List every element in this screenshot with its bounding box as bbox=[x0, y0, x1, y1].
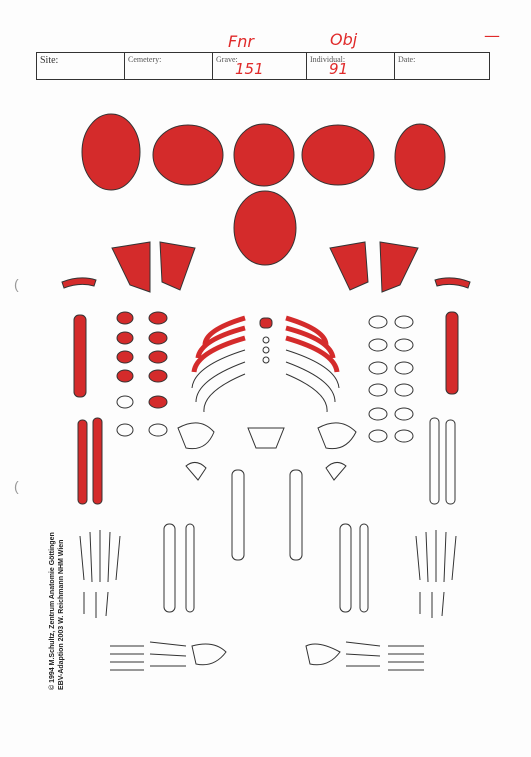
ilium-right bbox=[318, 423, 356, 449]
skull-anterior-view bbox=[234, 191, 296, 265]
vertebra-r-8 bbox=[395, 384, 413, 396]
fibula-right bbox=[360, 524, 368, 612]
hand-right bbox=[416, 530, 456, 618]
vertebra-r-3 bbox=[369, 339, 387, 351]
scapula-left-2 bbox=[160, 242, 195, 290]
sternum-seg-3 bbox=[263, 357, 269, 363]
sternum-seg-1 bbox=[263, 337, 269, 343]
binder-hole-1: ( bbox=[14, 276, 19, 292]
skull-right-lateral bbox=[302, 125, 374, 185]
vertebra-r-12 bbox=[395, 430, 413, 442]
ribs-left-marked bbox=[194, 318, 245, 372]
foot-left bbox=[110, 642, 226, 670]
vertebra-r-7 bbox=[369, 384, 387, 396]
vertebra-r-1 bbox=[369, 316, 387, 328]
vertebra-l7 bbox=[149, 351, 167, 363]
hand-left bbox=[80, 530, 120, 618]
radius-right bbox=[430, 418, 439, 504]
skull-basal-view bbox=[82, 114, 140, 190]
scapula-left-1 bbox=[112, 242, 150, 292]
clavicle-right bbox=[435, 278, 470, 288]
foot-right bbox=[306, 642, 424, 670]
radius-left bbox=[78, 420, 87, 504]
femur-right bbox=[290, 470, 302, 560]
humerus-right bbox=[446, 312, 458, 394]
vertebra-r-2 bbox=[395, 316, 413, 328]
credit-line-1: © 1994 M.Schultz, Zentrum Anatomie Götti… bbox=[48, 532, 57, 690]
skull-left-lateral bbox=[153, 125, 223, 185]
vertebra-l4 bbox=[117, 370, 133, 382]
vertebra-l1 bbox=[117, 312, 133, 324]
vertebra-r-9 bbox=[369, 408, 387, 420]
fibula-left bbox=[186, 524, 194, 612]
vertebra-r-11 bbox=[369, 430, 387, 442]
femur-left bbox=[232, 470, 244, 560]
ulna-right bbox=[446, 420, 455, 504]
humerus-left bbox=[74, 315, 86, 397]
vertebra-l6 bbox=[149, 332, 167, 344]
vertebra-l9 bbox=[149, 396, 167, 408]
tibia-right bbox=[340, 524, 351, 612]
vertebra-r-10 bbox=[395, 408, 413, 420]
ischium-left bbox=[186, 462, 206, 480]
manubrium bbox=[260, 318, 272, 328]
vertebra-l3 bbox=[117, 351, 133, 363]
vertebra-l5 bbox=[149, 312, 167, 324]
vertebra-r-4 bbox=[395, 339, 413, 351]
vertebra-l12 bbox=[149, 424, 167, 436]
vertebra-l10 bbox=[117, 396, 133, 408]
ilium-left bbox=[178, 423, 214, 449]
scapula-right-2 bbox=[380, 242, 418, 292]
scapula-right-1 bbox=[330, 242, 368, 290]
ulna-left bbox=[93, 418, 102, 504]
ischium-right bbox=[326, 462, 346, 480]
clavicle-left bbox=[62, 278, 96, 288]
vertebra-r-5 bbox=[369, 362, 387, 374]
sternum-seg-2 bbox=[263, 347, 269, 353]
credit-line-2: EBV-Adaption 2003 W. Reichmann NHM Wien bbox=[57, 532, 66, 690]
vertebra-l11 bbox=[117, 424, 133, 436]
ribs-right-marked bbox=[286, 318, 337, 372]
skull-superior-view bbox=[395, 124, 445, 190]
copyright-credit: © 1994 M.Schultz, Zentrum Anatomie Götti… bbox=[48, 532, 66, 690]
binder-hole-2: ( bbox=[14, 478, 19, 494]
sacrum bbox=[248, 428, 284, 448]
vertebra-l8 bbox=[149, 370, 167, 382]
tibia-left bbox=[164, 524, 175, 612]
skull-frontal-top bbox=[234, 124, 294, 186]
vertebra-r-6 bbox=[395, 362, 413, 374]
vertebra-l2 bbox=[117, 332, 133, 344]
